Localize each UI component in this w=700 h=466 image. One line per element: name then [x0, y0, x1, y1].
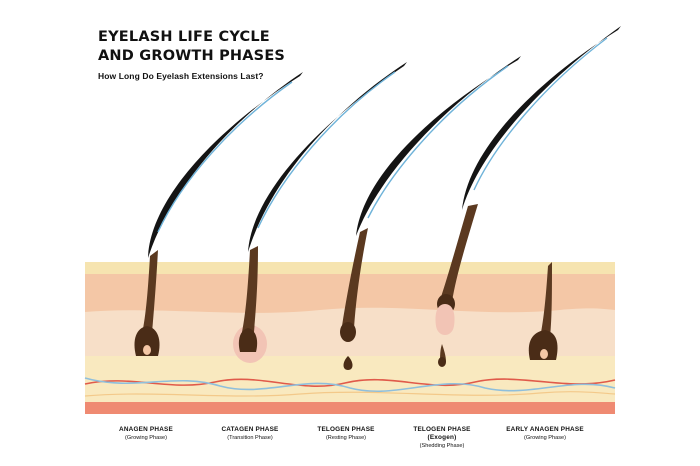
title-line-2: AND GROWTH PHASES	[98, 48, 286, 64]
catagen-hair	[233, 62, 407, 363]
title-block: EYELASH LIFE CYCLE AND GROWTH PHASES How…	[98, 28, 285, 81]
subtitle: How Long Do Eyelash Extensions Last?	[98, 71, 264, 81]
anagen-root	[142, 250, 158, 334]
phase-subtitle: (Shedding Phase)	[419, 443, 465, 449]
phase-labels: ANAGEN PHASE (Growing Phase) CATAGEN PHA…	[0, 426, 700, 466]
early-anagen-bulb	[528, 330, 558, 360]
phase-name: EARLY ANAGEN PHASE	[506, 426, 584, 433]
anagen-lash-highlight	[157, 81, 293, 233]
phase-label-catagen: CATAGEN PHASE (Transition Phase)	[190, 426, 310, 442]
early-anagen-papilla	[540, 349, 548, 359]
catagen-root	[242, 246, 258, 332]
exogen-lash-shaft	[462, 26, 621, 210]
blood-vessel-blue	[84, 377, 616, 392]
skin-surface-layer	[85, 262, 615, 276]
exogen-lash-highlight	[473, 37, 608, 191]
blood-vessel-red	[84, 378, 616, 387]
phase-name: CATAGEN PHASE	[221, 426, 279, 433]
phase-name: TELOGEN PHASE	[317, 426, 375, 433]
anagen-hair	[134, 72, 303, 356]
early-anagen-hair	[528, 262, 558, 360]
phase-name: ANAGEN PHASE	[119, 426, 173, 433]
exogen-hair	[435, 26, 621, 367]
exogen-empty-follicle	[435, 304, 455, 335]
phase-label-early-anagen: EARLY ANAGEN PHASE (Growing Phase)	[485, 426, 605, 442]
telogen-root	[342, 228, 368, 328]
anagen-lash-shaft	[148, 72, 303, 258]
early-anagen-root	[540, 262, 552, 338]
phase-subtitle: (Growing Phase)	[125, 435, 167, 441]
phase-label-anagen: ANAGEN PHASE (Growing Phase)	[86, 426, 206, 442]
telogen-club	[340, 322, 356, 342]
title-line-1: EYELASH LIFE CYCLE	[98, 29, 270, 45]
telogen-hair	[340, 56, 521, 370]
phase-label-exogen: TELOGEN PHASE (Exogen) (Shedding Phase)	[382, 426, 502, 450]
exogen-new-bulb	[438, 357, 446, 367]
exogen-old-root	[440, 204, 478, 302]
phase-subtitle: (Resting Phase)	[325, 435, 367, 441]
phase-name: TELOGEN PHASE	[413, 426, 471, 433]
telogen-new-germ	[343, 356, 353, 370]
fat-contour-line	[84, 391, 616, 397]
muscle-layer	[85, 402, 615, 414]
phase-subtitle: (Transition Phase)	[227, 435, 273, 441]
catagen-lash-shaft	[248, 62, 407, 252]
anagen-bulb	[134, 326, 160, 356]
telogen-lash-highlight	[367, 65, 509, 219]
phase-extra: (Exogen)	[427, 434, 457, 441]
catagen-lash-highlight	[257, 71, 396, 229]
anagen-papilla	[143, 345, 151, 355]
phase-subtitle: (Growing Phase)	[524, 435, 566, 441]
catagen-bulb	[238, 328, 258, 352]
phase-label-telogen: TELOGEN PHASE (Resting Phase)	[286, 426, 406, 442]
